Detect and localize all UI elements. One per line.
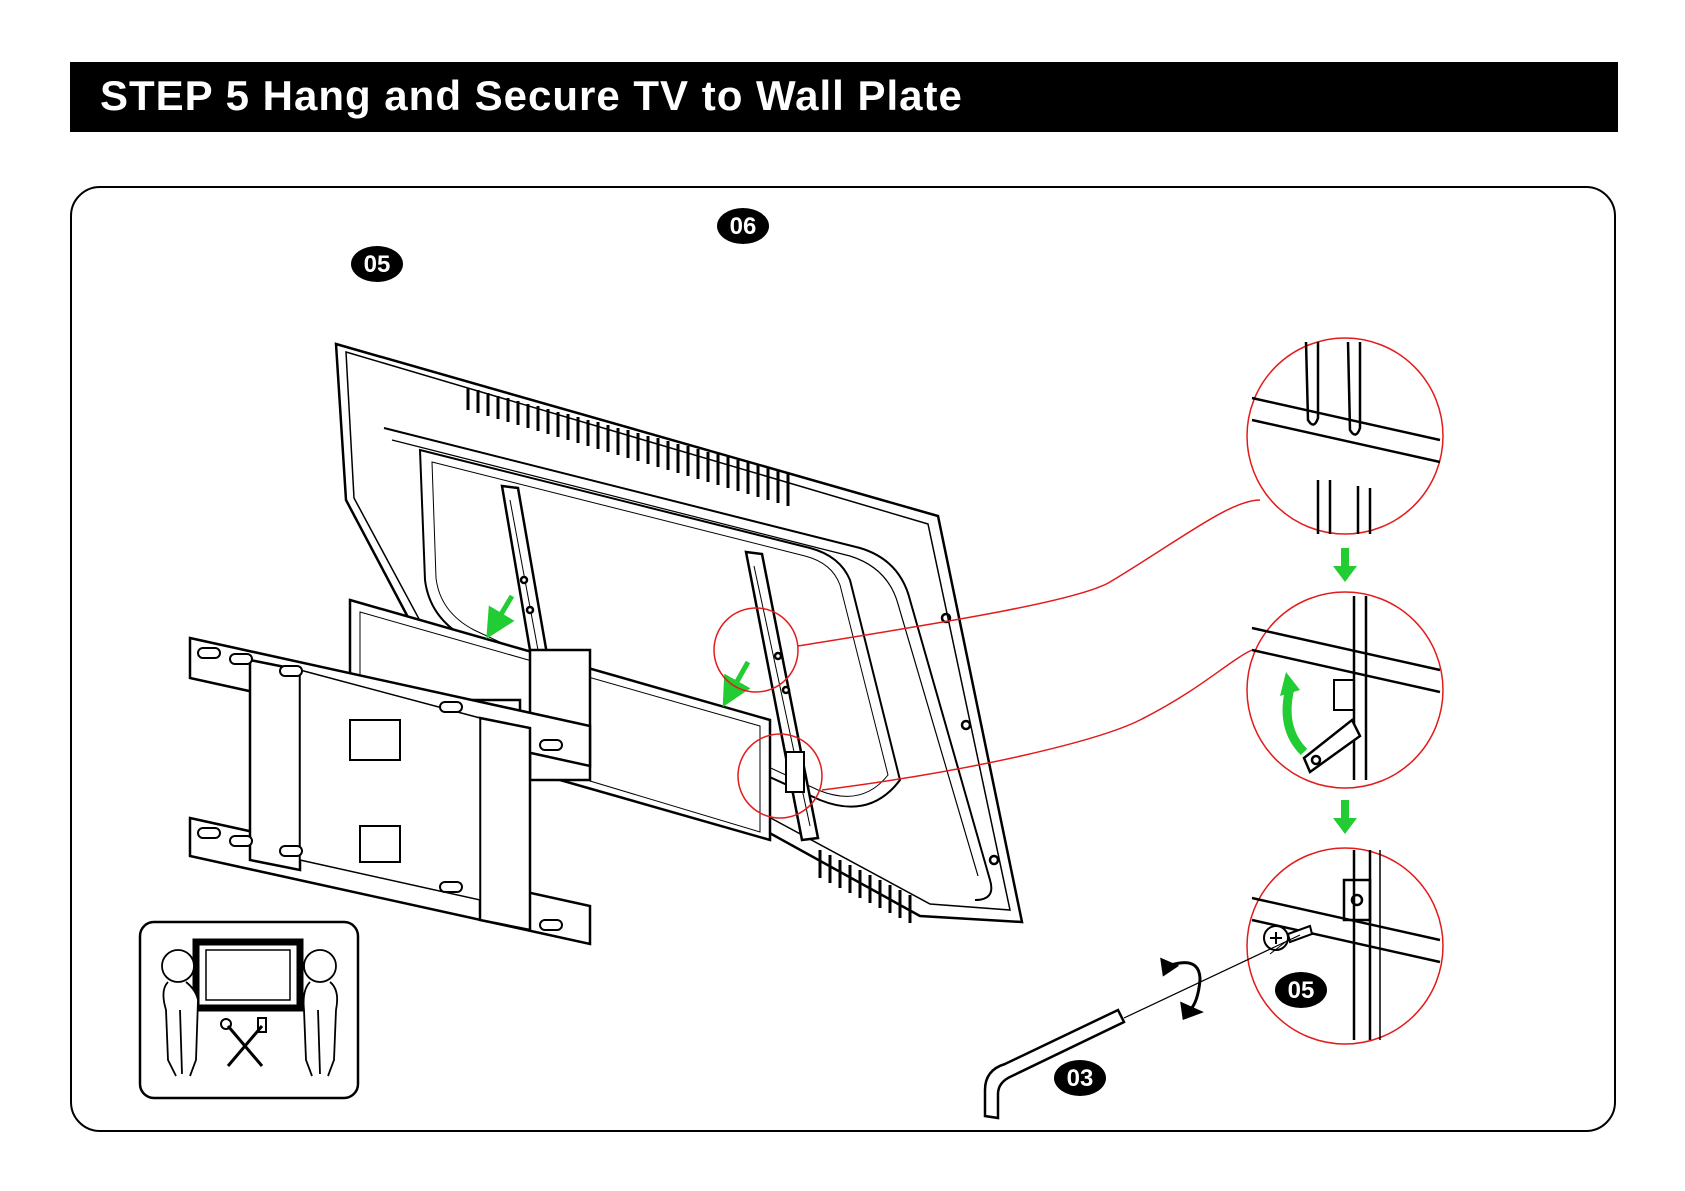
svg-text:05: 05: [1288, 977, 1315, 1004]
down-arrow-1: [1333, 548, 1357, 582]
two-person-lift-icon: [140, 922, 358, 1098]
part-badge-05-top: 05: [351, 246, 403, 282]
rotation-arrow-icon: [1162, 960, 1200, 1018]
down-arrow-2: [1333, 800, 1357, 834]
detail-view-1: [1247, 338, 1443, 534]
part-badge-05-detail: 05: [1275, 972, 1327, 1008]
svg-text:05: 05: [364, 251, 391, 278]
svg-text:03: 03: [1067, 1065, 1094, 1092]
part-badge-06: 06: [717, 208, 769, 244]
svg-text:06: 06: [730, 213, 757, 240]
part-badge-03: 03: [1054, 1060, 1106, 1096]
detail-view-2: [1247, 592, 1443, 788]
